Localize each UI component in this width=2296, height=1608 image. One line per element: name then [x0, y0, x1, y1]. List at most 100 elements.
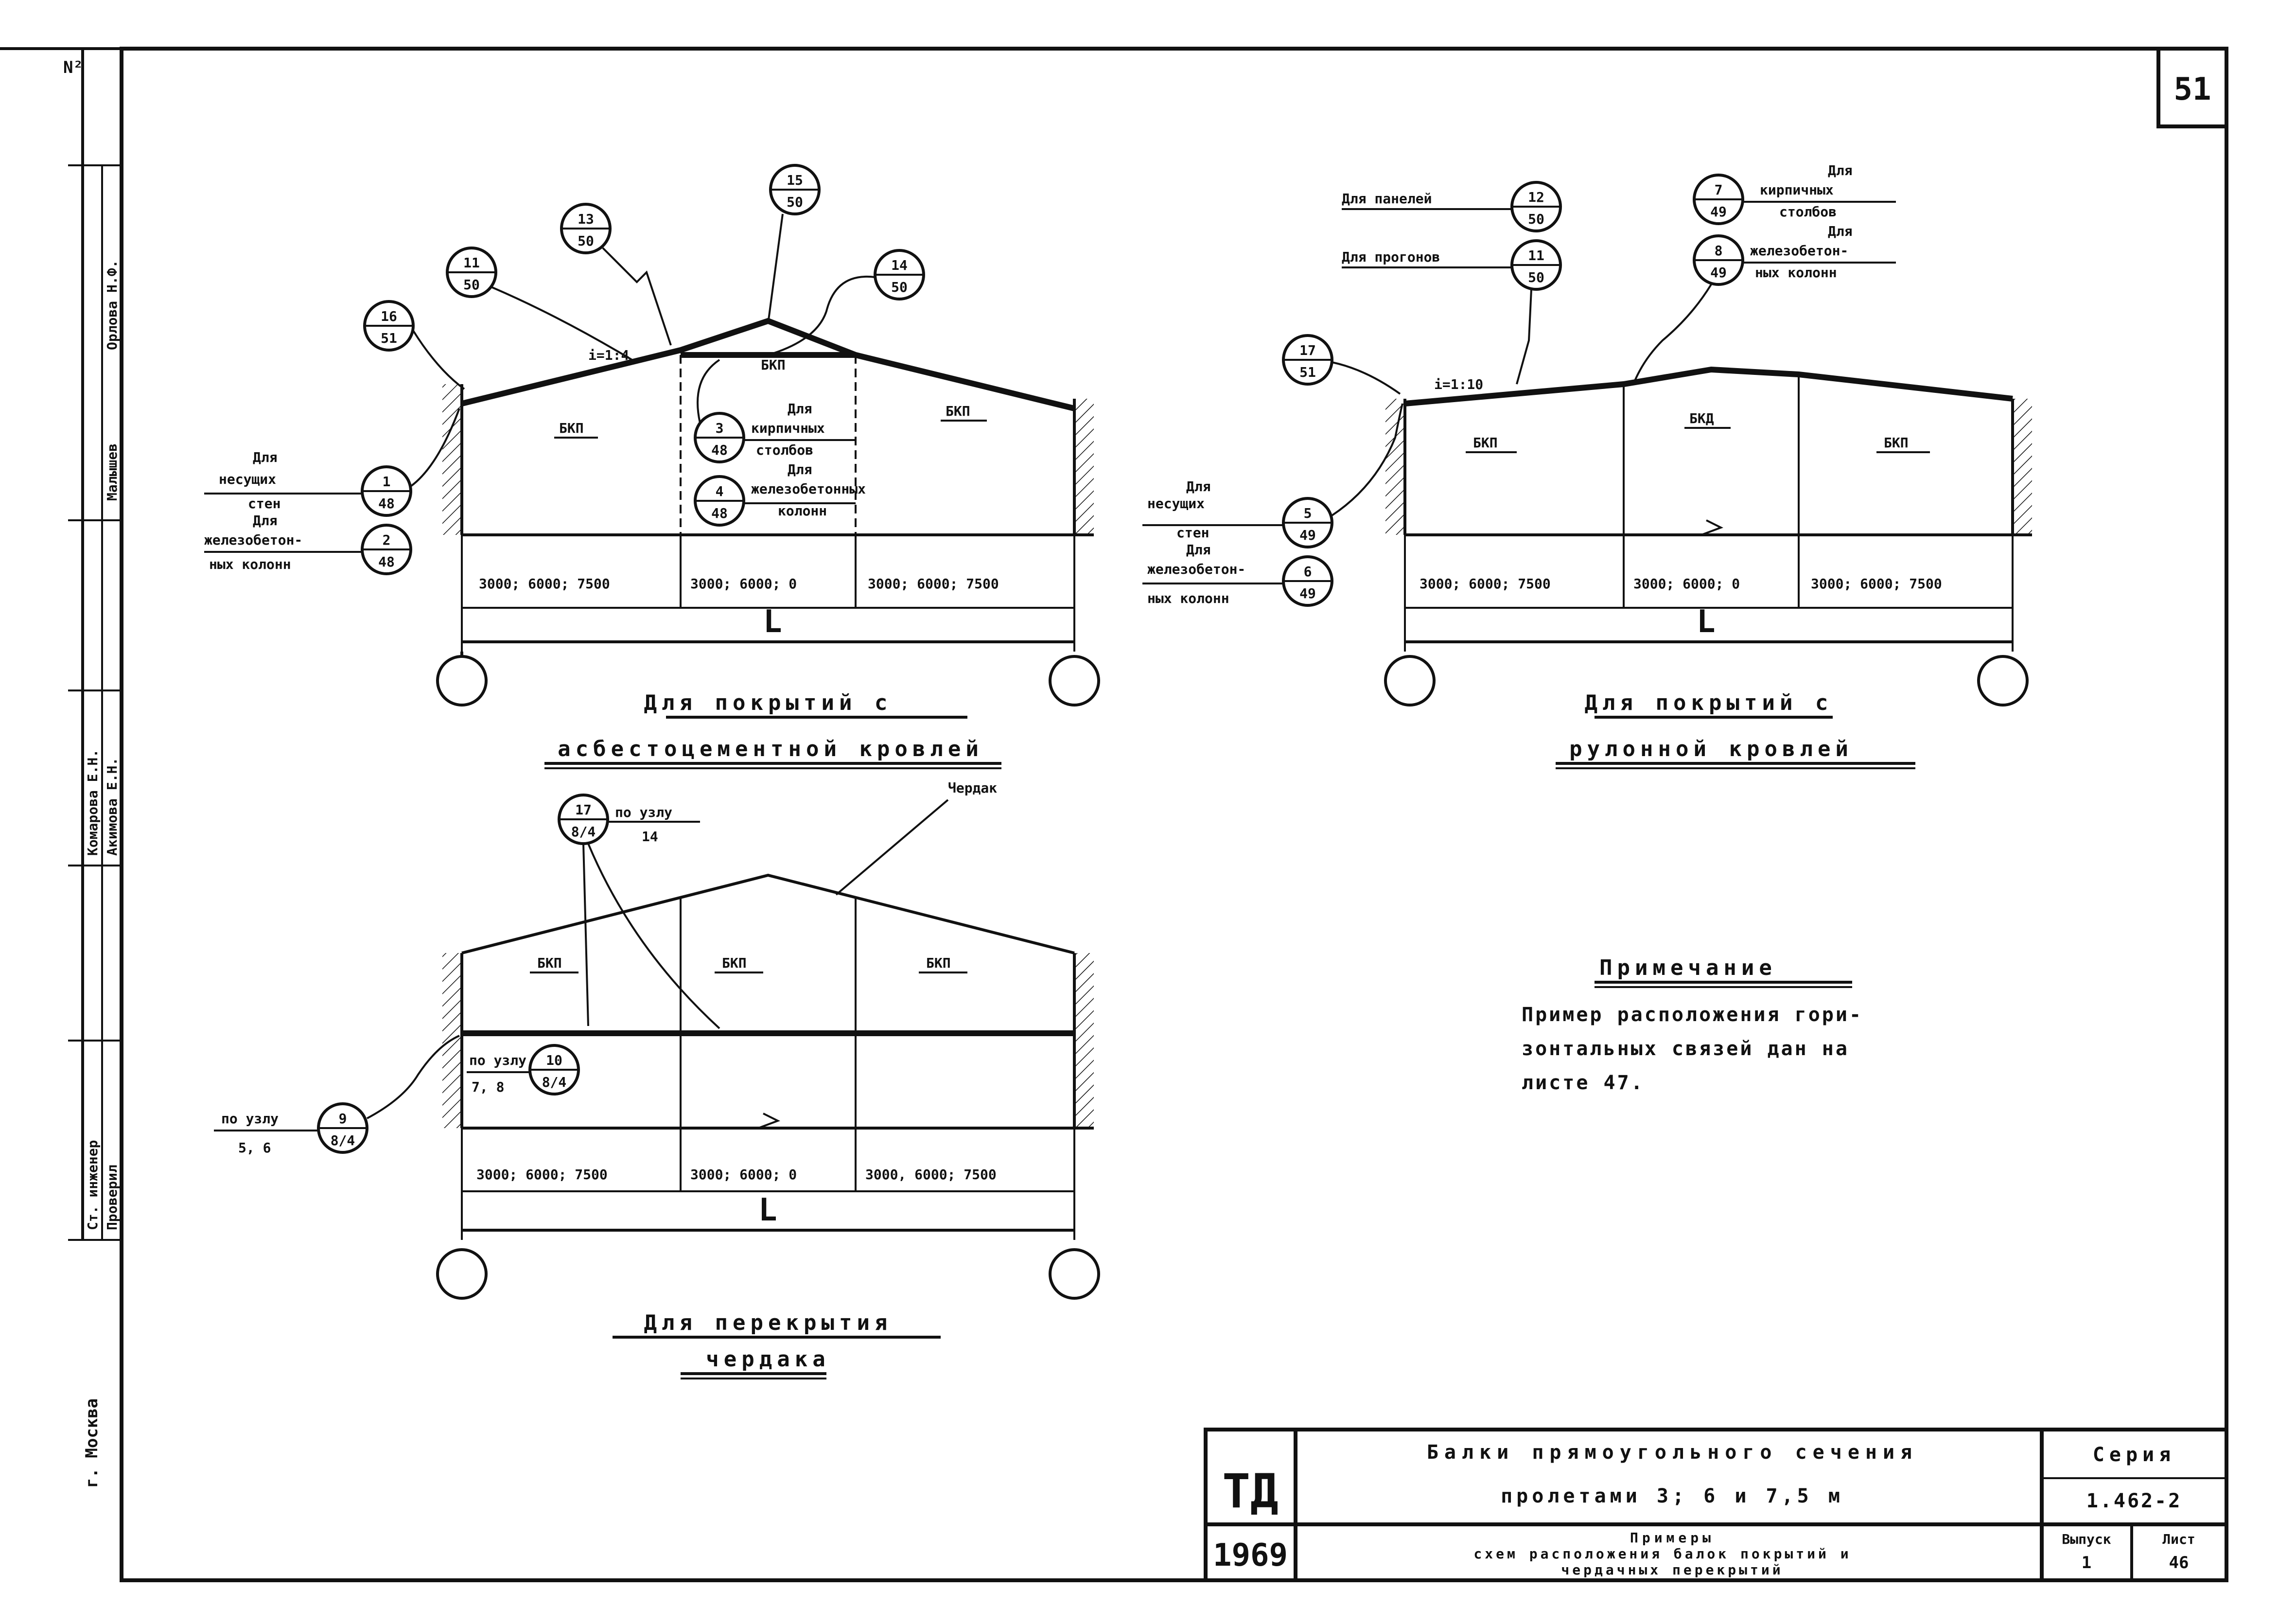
svg-text:3: 3	[716, 420, 724, 436]
subtitle-line: чердачных перекрытий	[1561, 1562, 1783, 1578]
svg-text:7, 8: 7, 8	[472, 1079, 504, 1095]
note-text: несущих	[219, 471, 276, 487]
bay-dimension: 3000; 6000; 7500	[476, 1166, 608, 1183]
sheet-label: Лист	[2162, 1531, 2195, 1547]
note-text: столбов	[1779, 204, 1837, 220]
svg-text:49: 49	[1710, 265, 1727, 281]
callout: 15 50	[767, 164, 821, 324]
note-text: ных колонн	[1147, 590, 1229, 606]
svg-text:50: 50	[1528, 211, 1544, 227]
note-text: кирпичных	[1760, 182, 1834, 198]
svg-text:8/4: 8/4	[331, 1132, 355, 1149]
note-text: ных колонн	[209, 556, 291, 572]
stamp-name-1: Орлова Н.Ф.	[104, 260, 120, 350]
svg-text:48: 48	[378, 554, 395, 570]
svg-text:50: 50	[891, 279, 908, 295]
note-text: Для панелей	[1342, 191, 1432, 207]
callout: 3 48	[694, 359, 856, 463]
side-stamp: N² Орлова Н.Ф. Малышев Комарова Е.Н. Аки…	[0, 47, 122, 1488]
bay-dimension: 3000; 6000; 7500	[1811, 576, 1942, 592]
beam-label: БКД	[1689, 410, 1714, 426]
axis-marker-right	[1977, 655, 2029, 707]
org-label: ТД	[1222, 1464, 1279, 1519]
subtitle-line: схем расположения балок покрытий и	[1473, 1546, 1851, 1562]
subtitle-line: Примеры	[1630, 1530, 1715, 1546]
svg-text:2: 2	[383, 532, 391, 548]
svg-text:17: 17	[575, 802, 592, 818]
year-label: 1969	[1213, 1537, 1288, 1573]
diagram-caption: Для перекрытия	[644, 1310, 893, 1335]
callout: 17 51	[1282, 334, 1401, 395]
svg-text:8/4: 8/4	[571, 824, 596, 840]
svg-text:50: 50	[1528, 269, 1544, 285]
title-line: Балки прямоугольного сечения	[1427, 1441, 1918, 1464]
diagram-caption: Для покрытий с	[1585, 690, 1833, 715]
svg-text:14: 14	[642, 829, 658, 845]
note-text: Для	[253, 449, 278, 465]
svg-text:48: 48	[711, 442, 728, 458]
note-line: Пример расположения гори-	[1522, 1004, 1863, 1026]
bay-dimension: 3000; 6000; 0	[690, 576, 797, 592]
svg-text:5: 5	[1304, 505, 1312, 521]
note-text: Для	[1186, 478, 1211, 495]
note-text: столбов	[756, 442, 813, 458]
diagram-right: БКП БКД БКП i=1:10 3000; 6000; 7500 3000…	[1142, 162, 2032, 769]
note-text: Для	[253, 512, 278, 529]
wall-hatch-right	[1074, 399, 1094, 535]
bay-dimension: 3000; 6000; 0	[1633, 576, 1740, 592]
note-text: Для прогонов	[1342, 249, 1440, 265]
svg-text:8: 8	[1715, 243, 1723, 259]
svg-text:50: 50	[787, 194, 803, 210]
note-text: железобетон-	[1750, 243, 1848, 259]
roof-line	[461, 873, 1075, 954]
callout: 14 50	[768, 249, 925, 356]
note-heading: Примечание	[1599, 955, 1777, 980]
stamp-role-2: Проверил	[104, 1165, 120, 1230]
svg-text:11: 11	[463, 255, 480, 271]
callout: 11 50	[446, 247, 633, 361]
svg-text:10: 10	[546, 1052, 562, 1068]
note-text: железобетонных	[751, 481, 866, 497]
note-text: железобетон-	[1147, 561, 1245, 577]
svg-text:7: 7	[1715, 182, 1723, 198]
svg-text:48: 48	[711, 505, 728, 521]
svg-text:11: 11	[1528, 247, 1544, 264]
bay-dimension: 3000; 6000; 7500	[868, 576, 999, 592]
bay-dimension: 3000, 6000; 7500	[865, 1166, 997, 1183]
callout: 2 48	[204, 524, 412, 575]
stamp-role-1: Ст. инженер	[85, 1140, 101, 1230]
stamp-name-3: Комарова Е.Н.	[85, 749, 101, 856]
callout: 11 50	[1342, 239, 1562, 385]
callout: 16 51	[363, 300, 465, 390]
callout: 1 48	[204, 408, 460, 517]
svg-text:16: 16	[381, 308, 397, 324]
note-text: стен	[248, 495, 280, 512]
title-line: пролетами 3; 6 и 7,5 м	[1501, 1485, 1844, 1507]
note-block: Примечание Пример расположения гори- зон…	[1522, 955, 1863, 1094]
svg-text:49: 49	[1299, 585, 1316, 601]
beam-label: БКП	[1884, 435, 1909, 451]
note-text: стен	[1176, 525, 1209, 541]
slope-label: i=1:10	[1434, 376, 1483, 392]
note-text: Для	[1186, 542, 1211, 558]
span-label: L	[758, 1192, 777, 1228]
svg-text:5, 6: 5, 6	[238, 1140, 271, 1156]
callout: 7 49	[1693, 174, 1896, 225]
stamp-name-4: Акимова Е.Н.	[104, 758, 120, 856]
note-line: зонтальных связей дан на	[1522, 1038, 1849, 1060]
svg-text:13: 13	[578, 211, 594, 227]
beam-label: БКП	[761, 357, 786, 373]
note-text: Для	[1828, 162, 1853, 178]
beam-label: БКП	[722, 955, 747, 971]
note-line: листе 47.	[1522, 1072, 1645, 1094]
note-text: ных колонн	[1755, 265, 1837, 281]
callout: 4 48	[694, 475, 856, 527]
diagram-caption: чердака	[706, 1347, 830, 1372]
note-text: Для	[1828, 223, 1853, 239]
svg-text:51: 51	[381, 330, 397, 346]
wall-hatch-left	[442, 384, 462, 535]
callout: 5 49	[1142, 403, 1403, 548]
axis-marker-left	[436, 1248, 488, 1300]
svg-text:по узлу: по узлу	[221, 1111, 279, 1127]
